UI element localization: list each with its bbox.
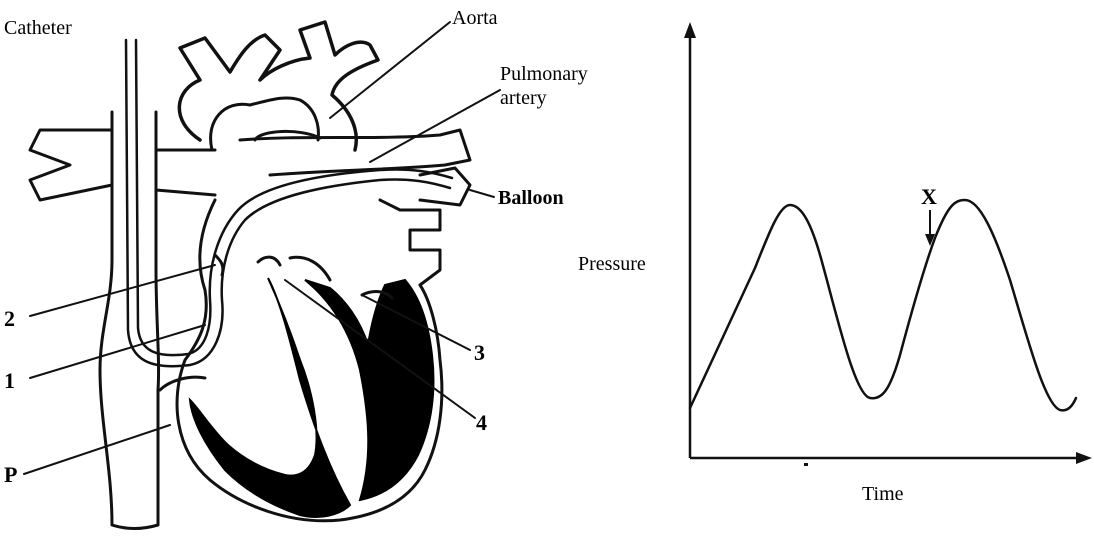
label-2: 2 (4, 306, 15, 331)
label-balloon: Balloon (498, 187, 564, 209)
pulmonary-trunk (156, 130, 470, 195)
label-aorta: Aorta (452, 7, 498, 29)
pointer-2 (30, 265, 215, 316)
label-pulmonary-artery-line2: artery (500, 87, 547, 109)
y-axis-arrow (684, 22, 696, 38)
pointer-p (24, 425, 170, 474)
heart-diagram: Catheter Aorta Pulmonary artery Balloon … (4, 7, 588, 529)
vena-cava (100, 112, 159, 529)
label-pulmonary-artery-line1: Pulmonary (500, 63, 588, 85)
pointer-balloon (470, 190, 494, 197)
label-x-marker: X (921, 184, 937, 209)
pointer-aorta (330, 22, 450, 118)
label-4: 4 (476, 410, 487, 435)
axis-tick-mark (804, 463, 808, 466)
pointer-1 (30, 325, 205, 378)
label-3: 3 (474, 340, 485, 365)
label-pressure: Pressure (578, 253, 646, 275)
pressure-curve (690, 200, 1076, 410)
pressure-graph: Pressure Time X (578, 22, 1092, 505)
label-1: 1 (4, 368, 15, 393)
pointer-pulmonary (370, 90, 500, 162)
label-time: Time (862, 483, 904, 505)
x-axis-arrow (1076, 452, 1092, 464)
left-brachiocephalic-vein (30, 130, 112, 200)
aorta-inner (211, 98, 319, 150)
label-p: P (4, 462, 17, 487)
label-catheter: Catheter (4, 17, 72, 39)
